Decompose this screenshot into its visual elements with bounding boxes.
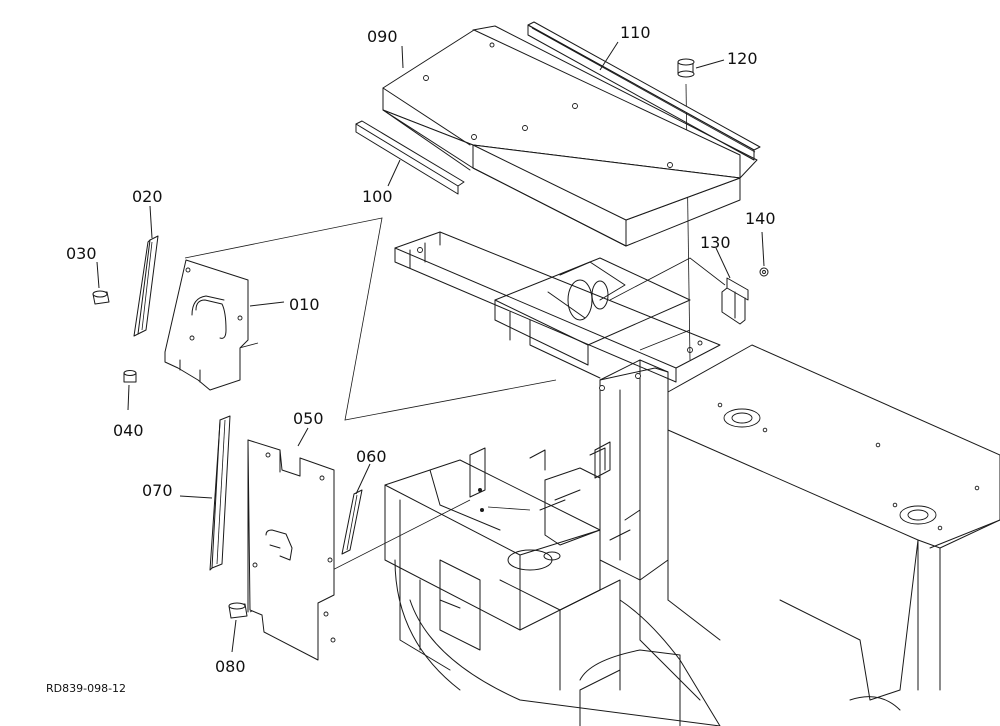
bolt-120: [677, 58, 695, 78]
bracket-130: [721, 277, 749, 325]
clip-080: [228, 602, 248, 619]
part-label: 020: [132, 187, 163, 206]
clip-030: [92, 290, 110, 305]
seal-strip-070: [209, 415, 231, 571]
bolt-140: [759, 267, 769, 277]
part-label: 010: [289, 295, 320, 314]
part-label: 120: [727, 49, 758, 68]
part-label: 030: [66, 244, 97, 263]
part-label: 060: [356, 447, 387, 466]
drawing-reference: RD839-098-12: [46, 682, 126, 695]
part-label: 070: [142, 481, 173, 500]
part-label: 080: [215, 657, 246, 676]
seal-strip-110: [527, 21, 761, 161]
bolt-040: [123, 370, 137, 383]
seal-strip-060: [341, 489, 363, 555]
seal-strip-100: [355, 120, 465, 195]
label-leaders: [96, 41, 765, 653]
chassis-frame: [384, 231, 1000, 726]
part-labels: 090 110 120 100 020 030 010 040 140 130 …: [66, 23, 776, 676]
part-label: 130: [700, 233, 731, 252]
part-label: 110: [620, 23, 651, 42]
panel-050: [247, 439, 336, 661]
top-cover-090: [382, 25, 758, 247]
panel-010: [164, 259, 249, 391]
part-label: 090: [367, 27, 398, 46]
seal-strip-020: [133, 235, 159, 337]
part-label: 100: [362, 187, 393, 206]
part-label: 140: [745, 209, 776, 228]
part-label: 050: [293, 409, 324, 428]
part-label: 040: [113, 421, 144, 440]
